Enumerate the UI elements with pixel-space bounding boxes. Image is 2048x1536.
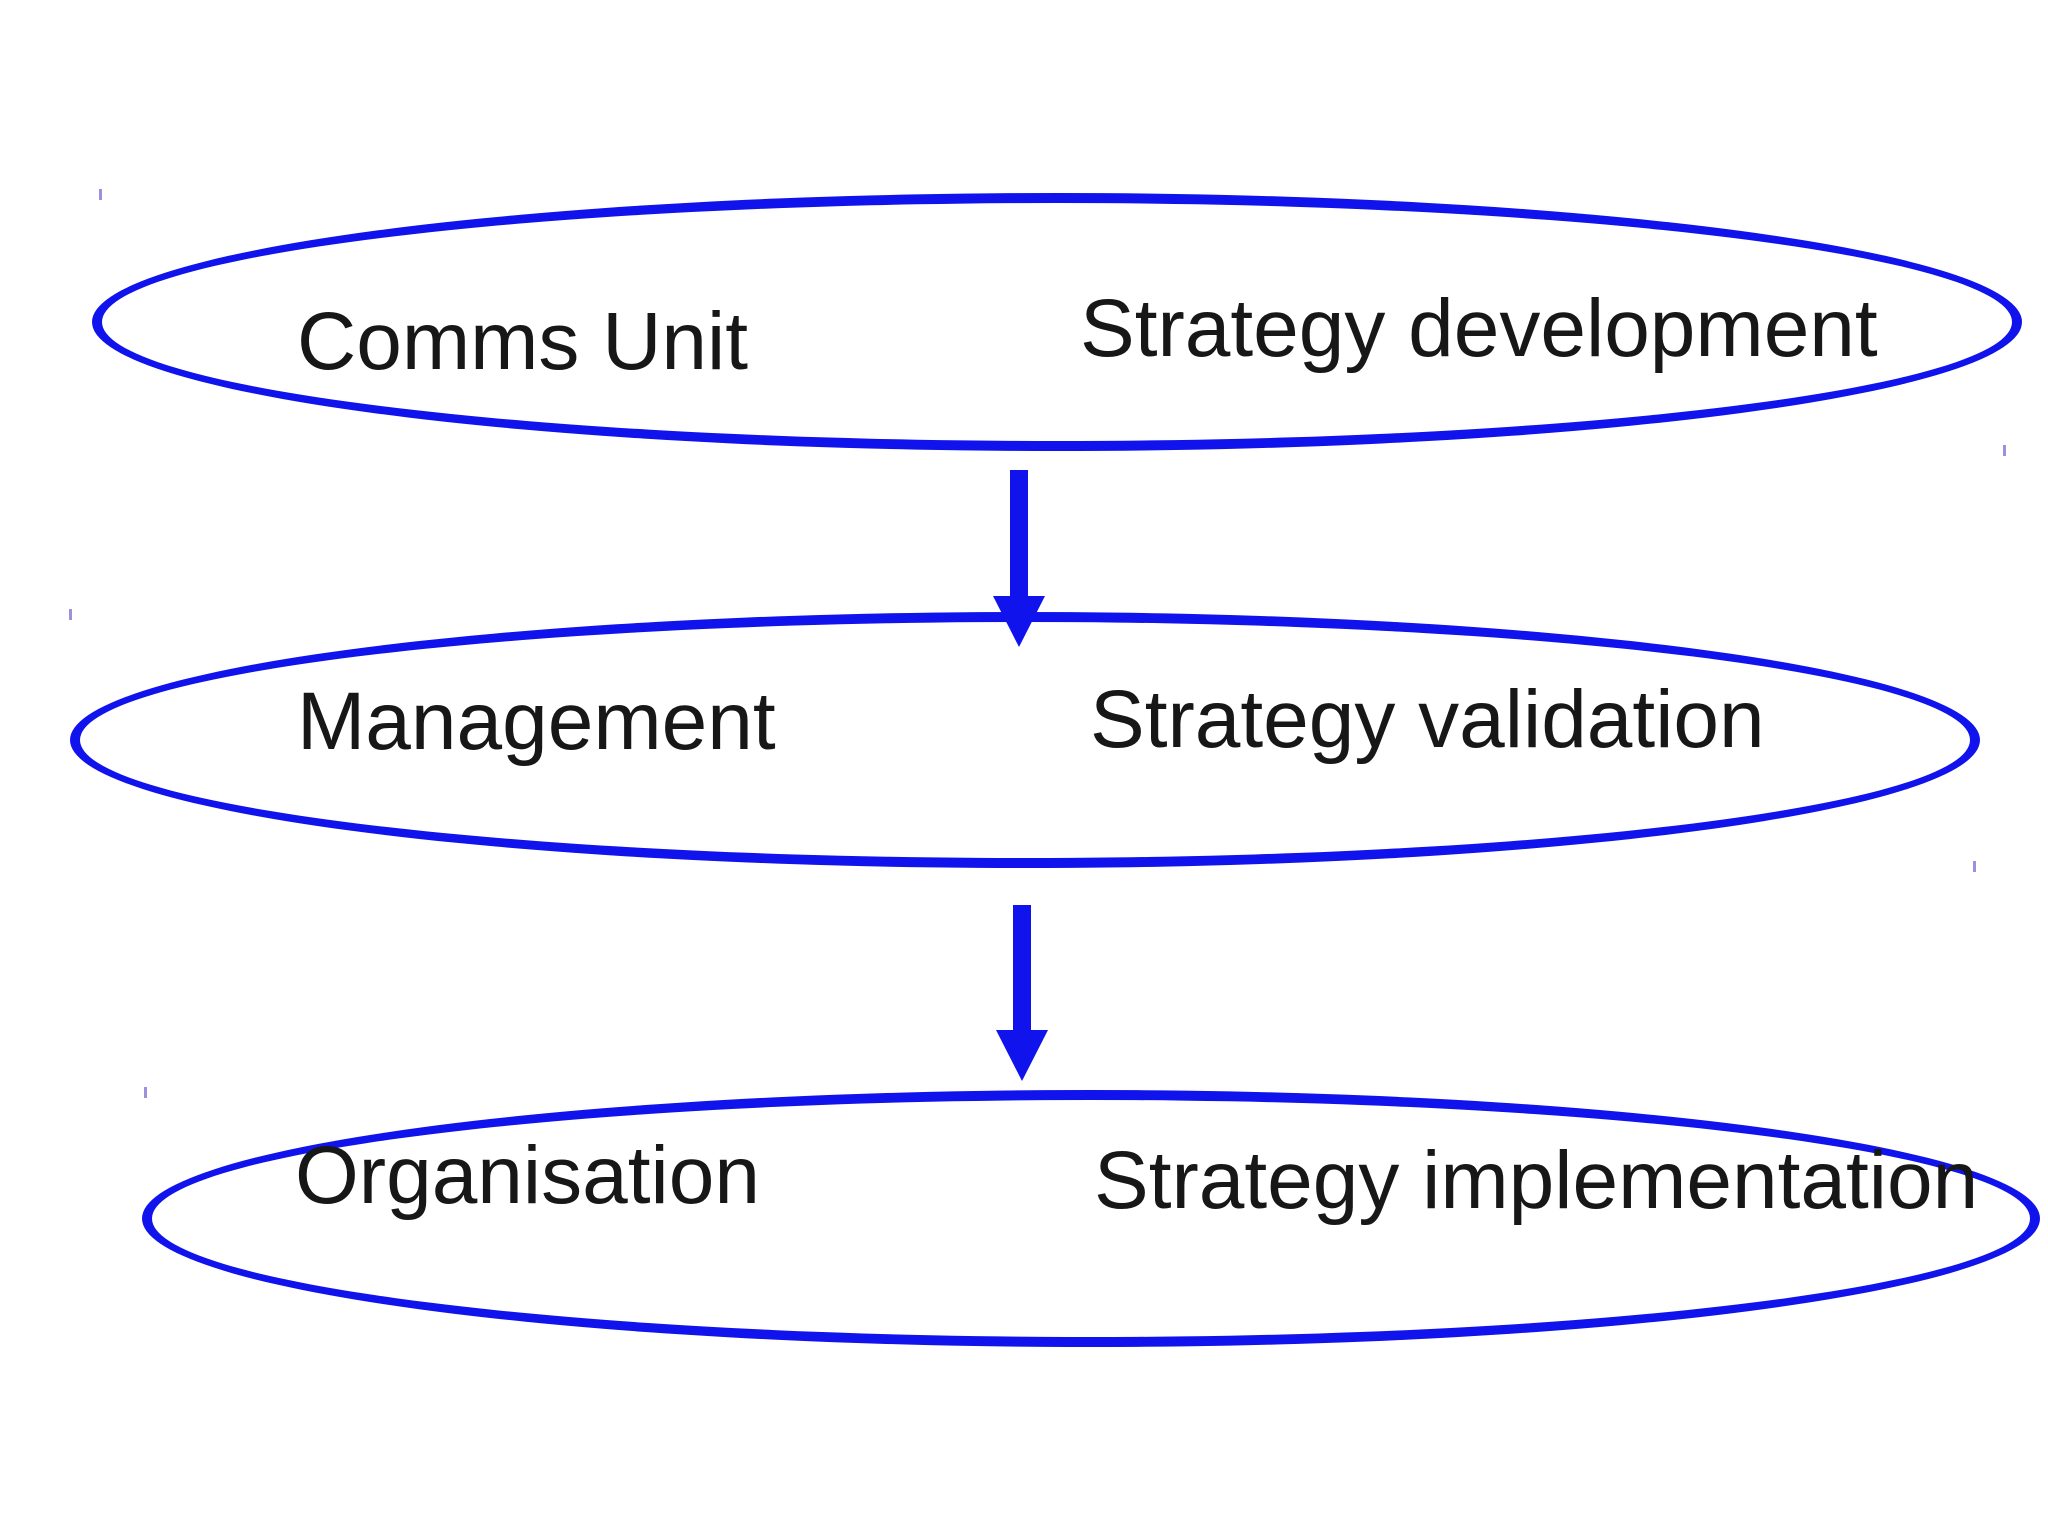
- artifact-tick: [99, 189, 102, 200]
- down-arrow-shaft: [1010, 470, 1028, 596]
- activity-label-strategy-implementation: Strategy implementation: [1094, 1135, 1979, 1226]
- artifact-tick: [1973, 861, 1976, 872]
- artifact-tick: [144, 1087, 147, 1098]
- actor-label-management: Management: [297, 676, 776, 767]
- ellipse-organisation: [142, 1090, 2040, 1347]
- activity-label-strategy-development: Strategy development: [1080, 283, 1878, 374]
- activity-label-strategy-validation: Strategy validation: [1090, 674, 1765, 765]
- actor-label-organisation: Organisation: [295, 1130, 760, 1221]
- down-arrow-shaft: [1013, 905, 1031, 1030]
- ellipse-management: [70, 612, 1980, 868]
- actor-label-comms-unit: Comms Unit: [297, 296, 749, 387]
- down-arrow-head: [996, 1030, 1048, 1081]
- ellipse-comms-unit: [92, 193, 2022, 451]
- artifact-tick: [2003, 445, 2006, 456]
- artifact-tick: [69, 609, 72, 620]
